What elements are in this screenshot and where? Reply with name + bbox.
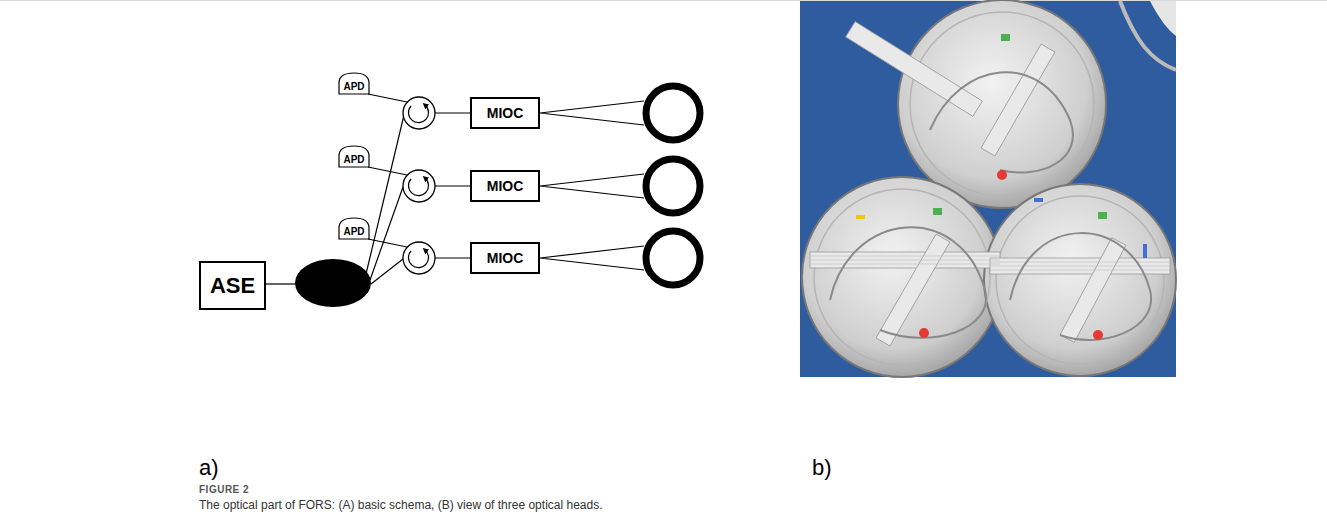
node-label: APD [343,76,364,92]
source-box: ASE [199,261,266,310]
optical-heads-photo [800,0,1176,377]
top-rule [0,0,1327,1]
node-label: MIOC [487,251,524,265]
panel-letter: a) [199,455,219,481]
figure-caption: The optical part of FORS: (A) basic sche… [199,498,603,512]
modulator-box: MIOC [470,97,540,129]
fiber-coil-symbols [646,86,700,285]
fiber-line [266,283,296,284]
node-label: APD [343,149,364,165]
photodiode-symbol: APD [338,72,370,95]
modulator-box: MIOC [470,170,540,202]
fiber-lines [366,94,644,284]
panel-letter: b) [812,455,832,481]
coupler-ellipse [295,259,371,307]
photodiode-symbol: APD [338,145,370,168]
modulator-box: MIOC [470,242,540,274]
circulator-symbols [403,97,435,274]
node-label: MIOC [487,179,524,193]
node-label: ASE [210,275,255,297]
node-label: APD [343,221,364,237]
figure-number: FIGURE 2 [199,484,249,495]
node-label: MIOC [487,106,524,120]
photodiode-symbol: APD [338,217,370,240]
